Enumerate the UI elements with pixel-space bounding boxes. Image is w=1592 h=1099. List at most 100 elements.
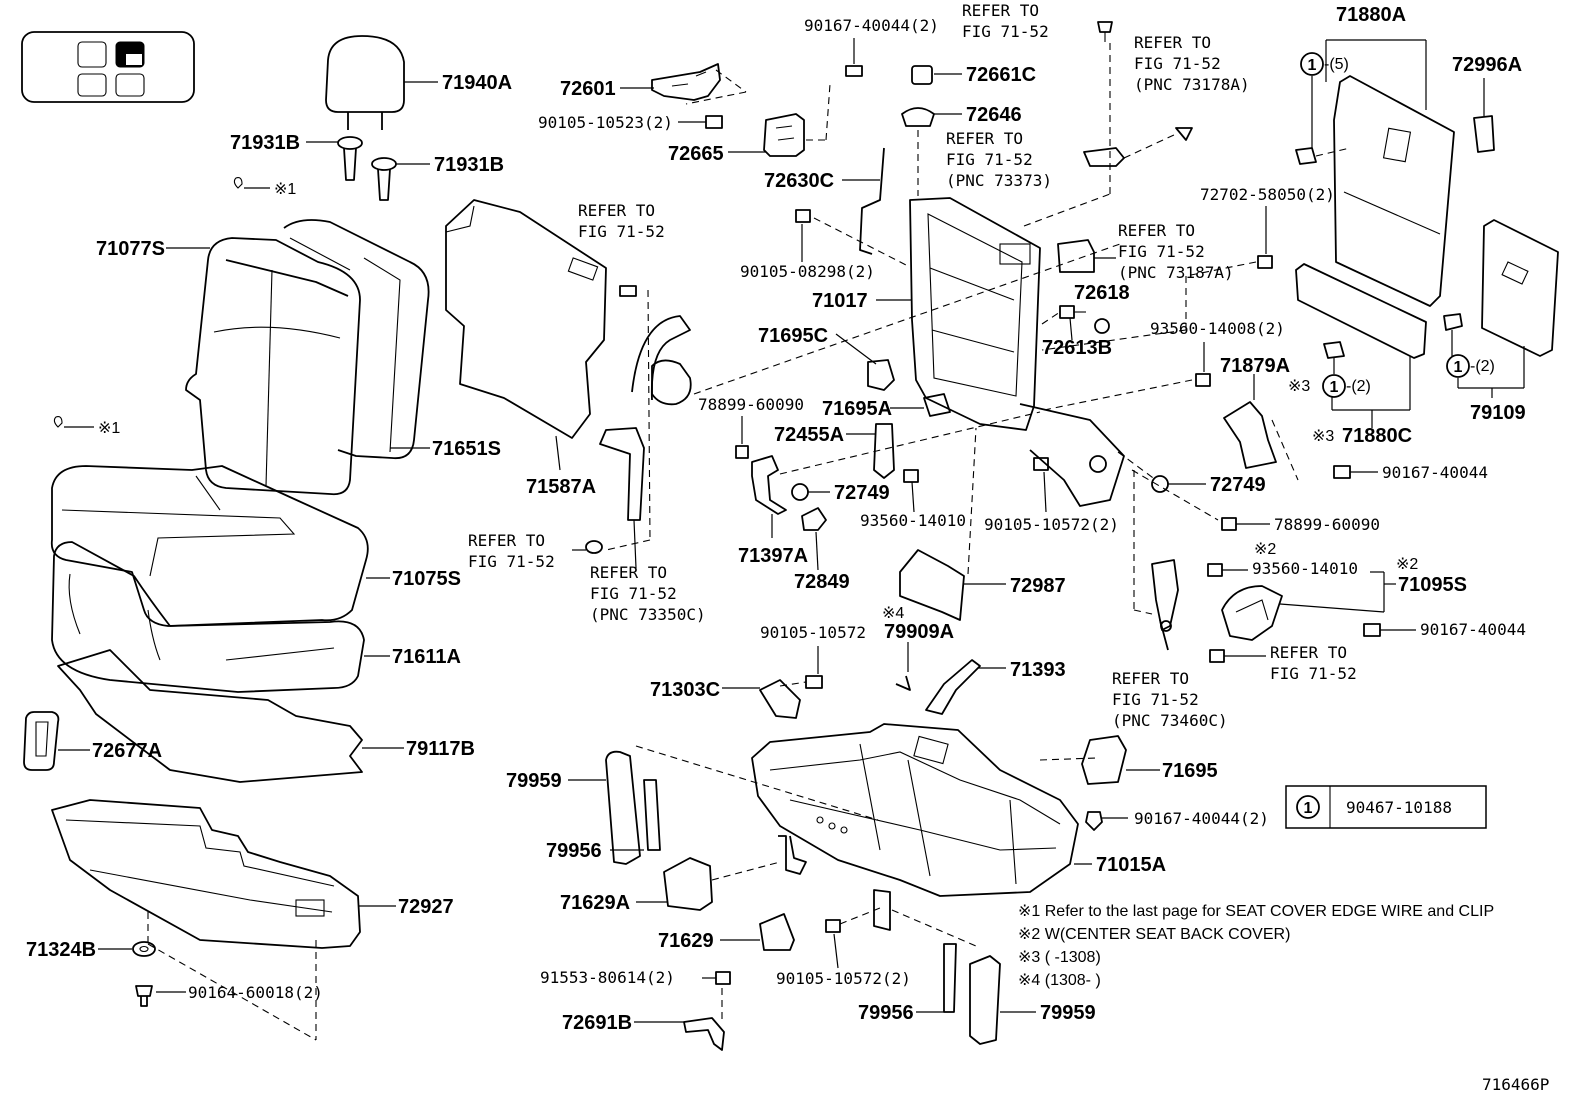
mark-1-a: ※1 — [274, 181, 296, 198]
label-71611A: 71611A — [392, 646, 461, 668]
back-board-71880A-shape — [1333, 75, 1455, 307]
svg-text:FIG 71-52: FIG 71-52 — [962, 22, 1049, 41]
mark-2-a: ※2 — [1254, 541, 1276, 558]
seatback-frame-shape — [909, 197, 1125, 507]
label-71695: 71695 — [1162, 760, 1218, 782]
label-72691B: 72691B — [562, 1012, 632, 1034]
label-71324B: 71324B — [26, 939, 96, 961]
label-79117B: 79117B — [406, 738, 475, 760]
label-90167-40044-r1: 90167-40044 — [1382, 463, 1488, 482]
legend-part-number: 90467-10188 — [1346, 798, 1452, 817]
label-71303C: 71303C — [650, 679, 720, 701]
label-71931B-a: 71931B — [230, 132, 300, 154]
label-72749-b: 72749 — [1210, 474, 1266, 496]
headrest-shape — [325, 35, 438, 130]
refer-belt-left: REFER TO FIG 71-52 — [468, 531, 555, 571]
refer-top-center: REFER TO FIG 71-52 — [962, 1, 1049, 41]
count-2-a: -(2) — [1346, 378, 1371, 395]
svg-text:FIG 71-52: FIG 71-52 — [1118, 242, 1205, 261]
label-90167-40044-top: 90167-40044(2) — [804, 16, 939, 35]
refer-73373: REFER TO FIG 71-52 (PNC 73373) — [946, 129, 1052, 190]
label-72630C: 72630C — [764, 170, 834, 192]
refer-73460C: REFER TO FIG 71-52 (PNC 73460C) — [1112, 669, 1228, 730]
label-72677A: 72677A — [92, 740, 162, 762]
label-78899-60090-b: 78899-60090 — [1274, 515, 1380, 534]
svg-text:(PNC 73373): (PNC 73373) — [946, 171, 1052, 190]
mark-4: ※4 — [882, 605, 904, 622]
note-1: ※1 Refer to the last page for SEAT COVER… — [1018, 903, 1494, 920]
label-93560-14008: 93560-14008(2) — [1150, 319, 1285, 338]
mark-1-b: ※1 — [98, 420, 120, 437]
label-72646: 72646 — [966, 104, 1022, 126]
mark-3-b: ※3 — [1312, 428, 1334, 445]
label-71587A: 71587A — [526, 476, 596, 498]
label-90105-10572-b: 90105-10572(2) — [984, 515, 1119, 534]
label-72927: 72927 — [398, 896, 454, 918]
label-71880A: 71880A — [1336, 4, 1406, 26]
legend-symbol: 1 — [1304, 800, 1313, 817]
label-71095S: 71095S — [1398, 574, 1467, 596]
label-90105-10572-c: 90105-10572(2) — [776, 969, 911, 988]
label-71629A: 71629A — [560, 892, 630, 914]
label-71651S: 71651S — [432, 438, 501, 460]
label-72702-58050: 72702-58050(2) — [1200, 185, 1335, 204]
label-90167-40044-r2: 90167-40044 — [1420, 620, 1526, 639]
label-71015A: 71015A — [1096, 854, 1166, 876]
label-72618: 72618 — [1074, 282, 1130, 304]
center-buckle-shape — [1221, 585, 1283, 641]
svg-text:FIG 71-52: FIG 71-52 — [468, 552, 555, 571]
svg-text:FIG 71-52: FIG 71-52 — [1134, 54, 1221, 73]
label-71695C: 71695C — [758, 325, 828, 347]
seat-cushion-cover-shape — [50, 465, 369, 627]
buckle-shape — [1151, 559, 1179, 651]
headrest-guide-left — [337, 136, 363, 181]
count-5: -(5) — [1324, 56, 1349, 73]
svg-text:REFER TO: REFER TO — [946, 129, 1023, 148]
label-72601: 72601 — [560, 78, 616, 100]
label-72665: 72665 — [668, 143, 724, 165]
svg-text:REFER TO: REFER TO — [468, 531, 545, 550]
seatback-cover-shape — [185, 237, 361, 496]
plate-72665-shape — [763, 113, 805, 157]
mark-2-b: ※2 — [1396, 556, 1418, 573]
seatback-pad-shape — [283, 219, 430, 460]
svg-text:REFER TO: REFER TO — [1134, 33, 1211, 52]
svg-text:(PNC 73178A): (PNC 73178A) — [1134, 75, 1250, 94]
label-72661C: 72661C — [966, 64, 1036, 86]
label-71629: 71629 — [658, 930, 714, 952]
seat-belt-shape — [599, 315, 692, 521]
label-71880C: 71880C — [1342, 425, 1412, 447]
refer-73178A: REFER TO FIG 71-52 (PNC 73178A) — [1134, 33, 1250, 94]
svg-text:REFER TO: REFER TO — [1112, 669, 1189, 688]
seat-cushion-pad-shape — [51, 541, 365, 693]
svg-text:REFER TO: REFER TO — [578, 201, 655, 220]
label-79909A: 79909A — [884, 621, 954, 643]
label-90164-60018: 90164-60018(2) — [188, 983, 323, 1002]
clip-72677A-shape — [23, 711, 60, 771]
label-90105-10523: 90105-10523(2) — [538, 113, 673, 132]
note-4: ※4 (1308- ) — [1018, 972, 1101, 989]
headrest-guide-right — [371, 157, 397, 201]
label-71077S: 71077S — [96, 238, 165, 260]
label-71931B-b: 71931B — [434, 154, 504, 176]
label-79956-b: 79956 — [858, 1002, 914, 1024]
diagram-id: 716466P — [1482, 1075, 1549, 1094]
label-71397A: 71397A — [738, 545, 808, 567]
label-72996A: 72996A — [1452, 54, 1522, 76]
seatback-board-shape — [445, 199, 607, 439]
label-72849: 72849 — [794, 571, 850, 593]
seat-position-thumbnail — [21, 31, 195, 103]
label-91553-80614: 91553-80614(2) — [540, 968, 675, 987]
floor-mat-shape — [57, 649, 363, 783]
svg-text:FIG 71-52: FIG 71-52 — [946, 150, 1033, 169]
back-board-79109-shape — [1481, 219, 1559, 357]
label-72613B: 72613B — [1042, 337, 1112, 359]
label-90167-40044-r3: 90167-40044(2) — [1134, 809, 1269, 828]
label-90105-08298: 90105-08298(2) — [740, 262, 875, 281]
label-72749-a: 72749 — [834, 482, 890, 504]
label-72987: 72987 — [1010, 575, 1066, 597]
refer-73187A: REFER TO FIG 71-52 (PNC 73187A) — [1118, 221, 1234, 282]
svg-text:(PNC 73187A): (PNC 73187A) — [1118, 263, 1234, 282]
label-71695A: 71695A — [822, 398, 892, 420]
